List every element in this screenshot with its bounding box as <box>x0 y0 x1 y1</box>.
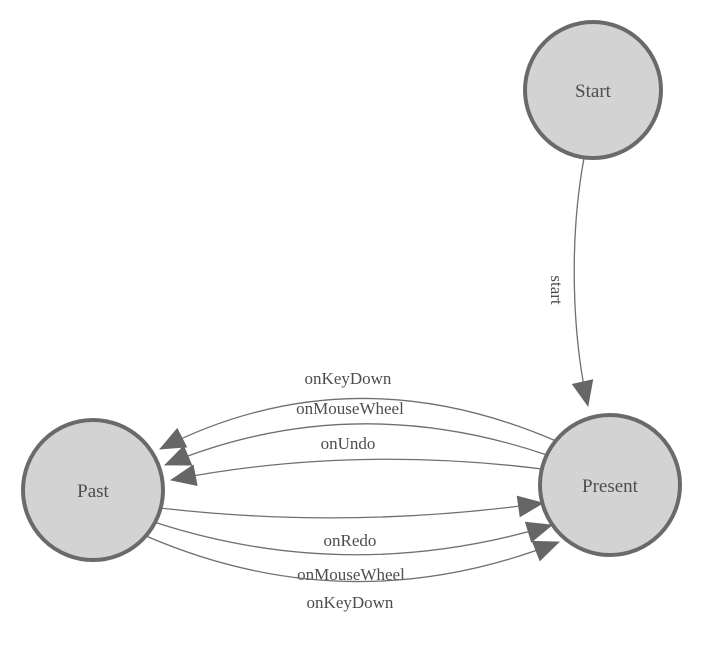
edge-past-present-onmousewheel: onMouseWheel <box>153 521 553 584</box>
edge-past-present-onkeydown: onKeyDown <box>145 535 560 612</box>
edge-present-past-onkeydown: onKeyDown <box>159 369 557 450</box>
edge-present-past-onmousewheel: onMouseWheel <box>164 399 548 466</box>
edge-onmousewheel-bottom-path <box>153 521 553 556</box>
edge-start: start <box>547 157 594 407</box>
edge-label-start: start <box>547 275 566 305</box>
edge-start-path <box>571 157 594 407</box>
edge-onundo-path <box>170 458 543 487</box>
edge-label-onmousewheel-bottom: onMouseWheel <box>297 565 405 584</box>
edge-label-onmousewheel-top: onMouseWheel <box>296 399 404 418</box>
edge-present-past-onundo: onUndo <box>170 434 543 487</box>
node-past-circle <box>21 418 165 562</box>
node-start-circle <box>523 20 663 160</box>
edge-onkeydown-bottom-path <box>145 535 560 583</box>
node-past-label: Past <box>77 481 109 502</box>
edge-label-onredo: onRedo <box>324 531 377 550</box>
edge-label-onkeydown-top: onKeyDown <box>305 369 392 388</box>
node-present-label: Present <box>582 476 639 497</box>
edge-onmousewheel-top-path <box>164 423 548 466</box>
edge-label-onundo: onUndo <box>321 434 376 453</box>
edge-onkeydown-top-path <box>159 397 557 450</box>
edge-label-onkeydown-bottom: onKeyDown <box>307 593 394 612</box>
node-start: Start <box>523 20 663 160</box>
edge-past-present-onredo: onRedo <box>159 495 544 550</box>
edge-onredo-path <box>159 495 544 519</box>
node-past: Past <box>21 418 165 562</box>
node-present: Present <box>538 413 682 557</box>
node-start-label: Start <box>575 81 612 102</box>
node-present-circle <box>538 413 682 557</box>
